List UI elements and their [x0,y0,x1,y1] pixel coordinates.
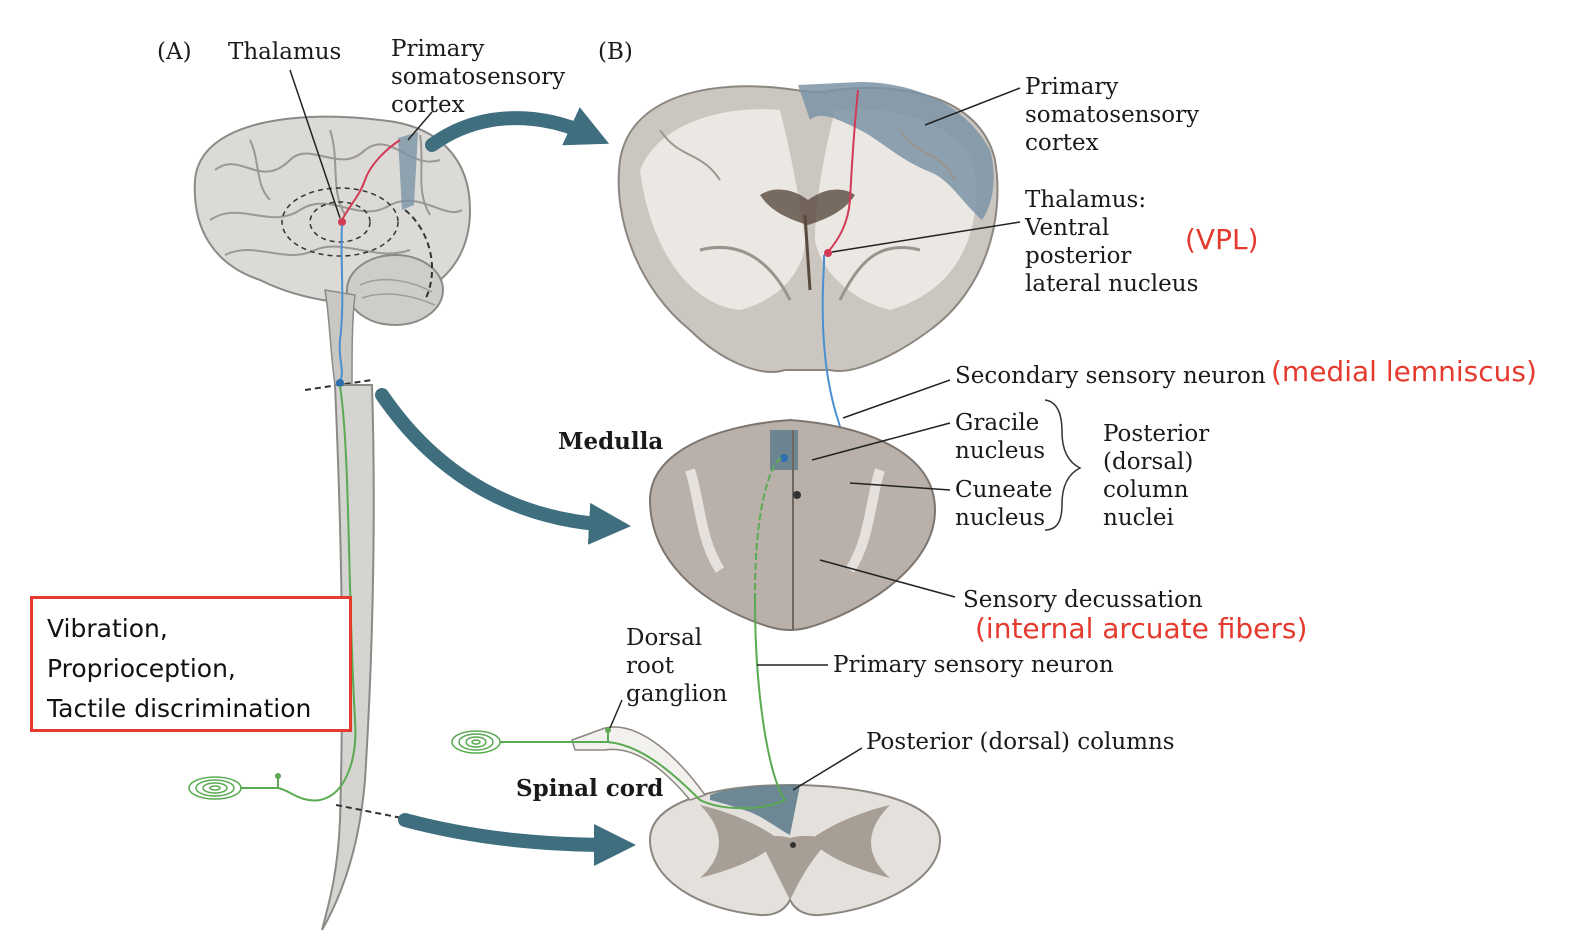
medulla-label: Medulla [558,428,664,455]
vpl-annotation: (VPL) [1185,223,1259,256]
thalamus-a-label: Thalamus [228,39,342,65]
primary-neuron [451,456,828,810]
psc-a-label: Primary somatosensory cortex [391,36,566,118]
secondary-neuron-label: Secondary sensory neuron [955,363,1266,389]
cuneate-label: Cuneate nucleus [955,477,1053,531]
psc-b-label: Primary somatosensory cortex [1025,74,1200,156]
primary-neuron-label: Primary sensory neuron [833,652,1114,678]
pathway-arrows [375,107,636,866]
coronal-section [617,82,1021,554]
modality-proprioception: Proprioception, [47,654,236,683]
modality-vibration: Vibration, [47,614,168,643]
thalamus-vpl-label: Thalamus: Ventral posterior lateral nucl… [1025,187,1199,297]
brain-illustration [188,69,472,931]
panel-a-label: (A) [157,39,192,65]
column-nuclei-label: Posterior (dorsal) column nuclei [1103,421,1210,531]
modalities-box: Vibration, Proprioception, Tactile discr… [30,596,352,732]
arcuate-annotation: (internal arcuate fibers) [975,612,1308,645]
medial-lemniscus-annotation: (medial lemniscus) [1271,355,1537,388]
panel-b-label: (B) [598,39,633,65]
spinal-cord-label: Spinal cord [516,775,664,802]
modality-tactile: Tactile discrimination [47,694,312,723]
dorsal-columns-label: Posterior (dorsal) columns [866,729,1175,755]
decussation-label: Sensory decussation [963,587,1203,613]
spinal-cord-section [648,747,942,917]
drg-label: Dorsal root ganglion [626,625,728,707]
medulla-section [648,379,1082,632]
gracile-label: Gracile nucleus [955,410,1046,464]
